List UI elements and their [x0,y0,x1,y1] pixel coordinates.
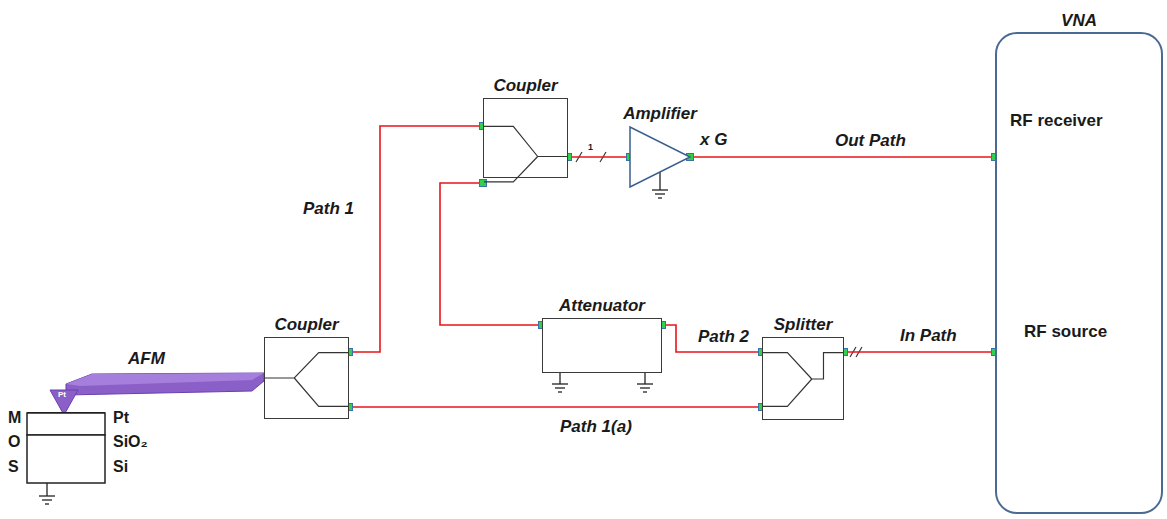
combiner-line [812,353,843,379]
rf-cable [440,183,542,325]
node-outline [265,338,348,418]
rf-cable [349,126,483,352]
path-label: Path 2 [698,328,749,347]
node-outline [997,34,1161,512]
node-title: Attenuator [559,296,645,316]
port-marker [480,180,487,187]
oxide-layer [27,413,105,435]
layer-letter: M [8,409,21,427]
cantilever-top-face [66,373,264,386]
combiner-line [265,353,348,378]
node-outline [630,127,690,187]
amplifier-triangle: Amplifier [630,127,690,187]
node-title: Splitter [774,315,833,335]
node-outline [543,319,661,372]
rf-cable [568,156,630,158]
rf-cable [349,406,762,408]
coupler-box: Coupler [264,337,349,419]
combiner-line [763,379,812,406]
ground-symbol [637,373,653,392]
layer-material: SiO₂ [113,433,148,451]
path-label: Path 1 [303,200,354,219]
rf-cable [844,351,995,353]
probe-label: AFM [128,350,165,369]
layer-material: Si [113,458,128,476]
bus-width: 1 [588,143,593,153]
rf-cable [662,325,762,352]
node-title: Amplifier [623,104,697,124]
afm-cantilever [66,373,264,395]
combiner-line [484,157,538,182]
combiner-line [763,353,812,379]
node-outline [484,99,567,177]
ground-symbol [39,483,55,504]
layer-material: Pt [113,409,129,427]
port-label: RF source [1024,323,1107,342]
path-label: Out Path [835,132,906,151]
combiner-line [484,126,567,156]
ground-symbol [552,373,568,392]
layer-letter: O [8,433,20,451]
splitter-box: Splitter [762,337,844,420]
path-label: In Path [900,327,957,346]
node-title: Coupler [274,315,338,335]
tip-material: Pt [58,391,66,400]
attenuator-box: Attenuator [542,318,662,373]
ground-symbol [652,172,668,198]
combiner-line [294,378,348,406]
silicon-layer [27,435,105,483]
gain-label: x G [700,131,727,150]
port-label: RF receiver [1010,112,1103,131]
amplifier-outline [630,127,690,187]
afm-tip [50,390,78,415]
node-title: VNA [1061,11,1097,31]
layer-letter: S [8,458,19,476]
node-outline [763,338,843,419]
coupler-box: Coupler [483,98,568,178]
node-title: Coupler [493,76,557,96]
rf-cable [690,156,995,158]
vna-instrument: VNA [995,32,1163,514]
path-label: Path 1(a) [560,418,632,437]
